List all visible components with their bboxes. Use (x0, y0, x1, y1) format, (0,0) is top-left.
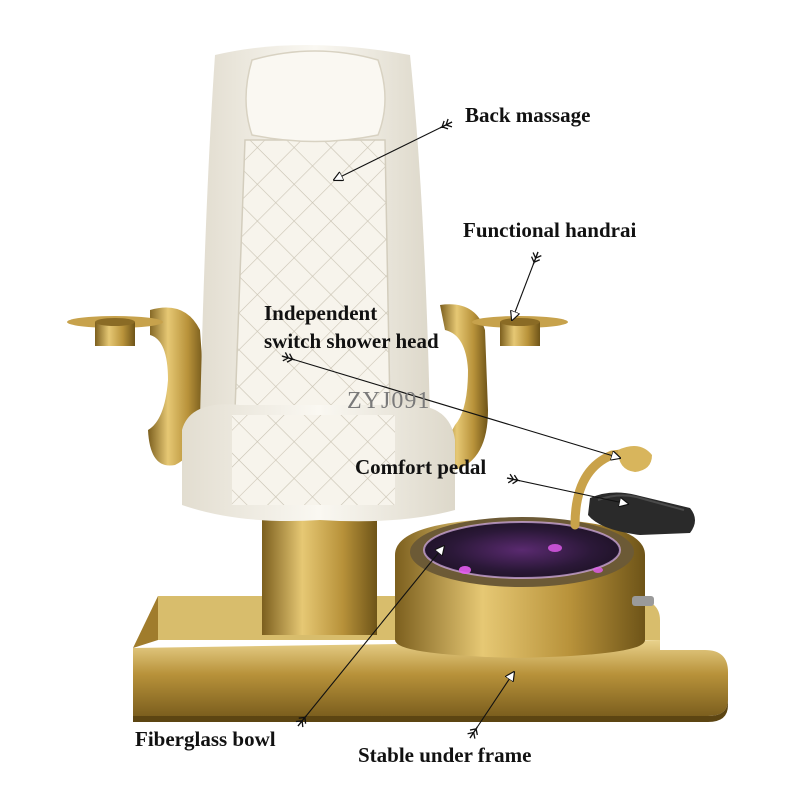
leader-shower-head (282, 356, 620, 458)
annotation-lines (282, 122, 628, 738)
label-shower-head: Independent switch shower head (264, 299, 439, 355)
label-comfort-pedal: Comfort pedal (355, 455, 487, 479)
fiberglass-bowl (424, 522, 620, 578)
right-armrest (440, 304, 568, 470)
leader-back-massage (334, 122, 452, 180)
label-stable-frame: Stable under frame (358, 743, 532, 767)
foot-spa-tub (395, 517, 654, 658)
leader-handrail (512, 252, 538, 320)
leader-fiberglass-bowl (298, 546, 444, 726)
label-fiberglass-bowl: Fiberglass bowl (135, 727, 276, 751)
label-functional-handrail: Functional handrai (463, 218, 637, 242)
label-shower-line1: Independent (264, 301, 378, 325)
pedestal-column (262, 515, 377, 635)
faucet-knob (632, 596, 654, 606)
label-shower-line2: switch shower head (264, 329, 439, 353)
label-back-massage: Back massage (465, 103, 591, 127)
leader-stable-frame (470, 672, 514, 738)
leader-comfort-pedal (507, 478, 628, 504)
watermark-text: ZYJ091 (347, 388, 431, 414)
headrest-pillow (245, 50, 386, 143)
